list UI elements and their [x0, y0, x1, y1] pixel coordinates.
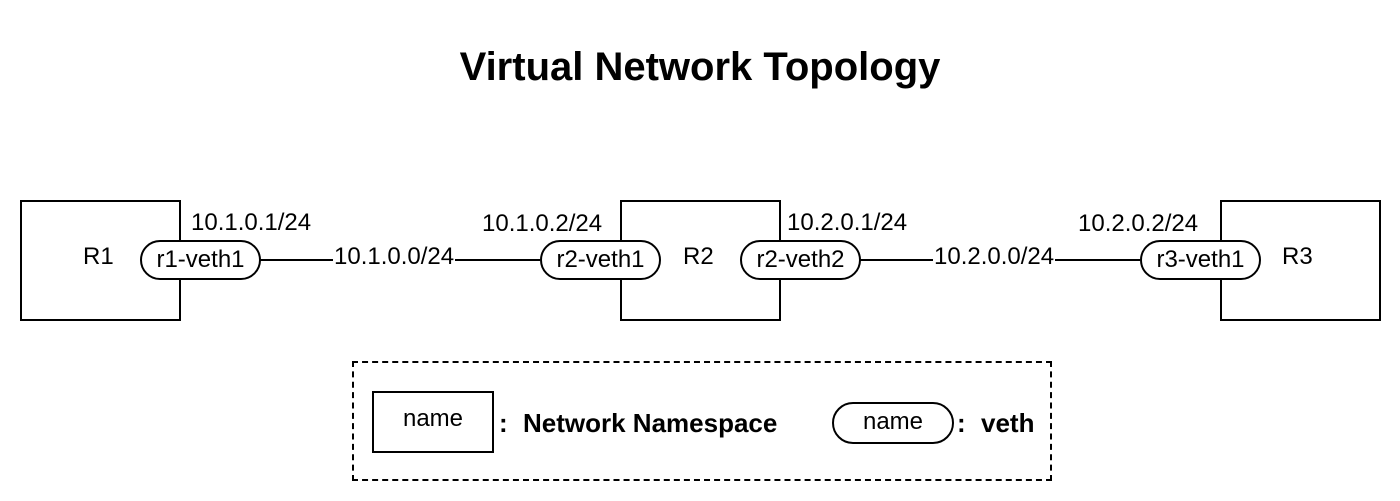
ip-label-r3-veth1: 10.2.0.2/24 — [1078, 210, 1199, 237]
diagram-title: Virtual Network Topology — [459, 45, 941, 89]
namespace-r1-label: R1 — [83, 243, 114, 270]
ip-label-r2-veth1: 10.1.0.2/24 — [482, 210, 603, 237]
namespace-r2-label: R2 — [683, 243, 714, 270]
legend-veth-desc: veth — [981, 408, 1035, 438]
subnet-label-1: 10.1.0.0/24 — [333, 243, 456, 271]
veth-r2-veth2: r2-veth2 — [740, 240, 861, 280]
legend-namespace-sample: name — [372, 391, 494, 453]
ip-label-r2-veth2: 10.2.0.1/24 — [787, 209, 908, 236]
veth-r2-veth1: r2-veth1 — [540, 240, 661, 280]
legend-veth-sample: name — [832, 402, 954, 444]
namespace-r3-label: R3 — [1282, 243, 1313, 270]
veth-r1-veth1: r1-veth1 — [140, 240, 261, 280]
subnet-label-2: 10.2.0.0/24 — [933, 243, 1056, 271]
ip-label-r1-veth1: 10.1.0.1/24 — [191, 209, 312, 236]
legend-namespace-desc: Network Namespace — [523, 408, 778, 438]
veth-r3-veth1: r3-veth1 — [1140, 240, 1261, 280]
legend-namespace-separator: : — [499, 408, 508, 438]
legend: name : Network Namespace name : veth — [352, 361, 1052, 481]
legend-veth-separator: : — [957, 408, 966, 438]
